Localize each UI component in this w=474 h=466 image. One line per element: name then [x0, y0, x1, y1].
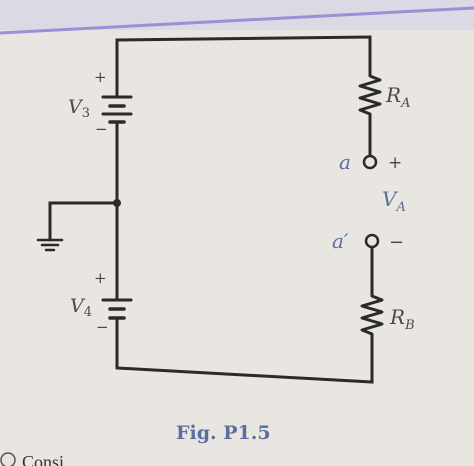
terminal-a-prime-circle — [364, 233, 380, 249]
battery-v3-symbol — [101, 95, 133, 124]
bottom-bullet — [0, 452, 16, 466]
terminal-a-prime-minus: − — [389, 232, 404, 253]
v4-plus-sign: + — [94, 269, 107, 287]
terminal-a-plus: + — [388, 153, 402, 173]
v3-label: V3 — [68, 96, 90, 121]
v4-label: V4 — [70, 295, 92, 320]
v3-minus-sign: − — [95, 120, 108, 138]
accent-line — [0, 6, 474, 35]
terminal-a-prime-label: a′ — [332, 229, 349, 253]
ground-wire — [48, 201, 119, 242]
v4-minus-sign: − — [96, 318, 109, 336]
wires — [48, 35, 374, 384]
top-band — [0, 0, 474, 30]
v3-plus-sign: + — [94, 68, 107, 86]
rb-label: RB — [389, 305, 415, 333]
terminal-a-circle — [362, 154, 378, 170]
battery-v4-symbol — [101, 298, 133, 320]
bottom-wire — [115, 316, 374, 384]
bottom-text-fragment: Consi — [22, 452, 64, 466]
top-wire — [115, 35, 372, 98]
resistor-rb — [360, 292, 384, 344]
ground-symbol — [36, 238, 64, 252]
junction-node — [113, 199, 121, 207]
resistor-ra — [358, 72, 382, 116]
va-label: VA — [382, 187, 406, 215]
figure-caption: Fig. P1.5 — [176, 422, 271, 444]
ra-label: RA — [385, 83, 410, 111]
terminal-a-label: a — [339, 150, 351, 174]
